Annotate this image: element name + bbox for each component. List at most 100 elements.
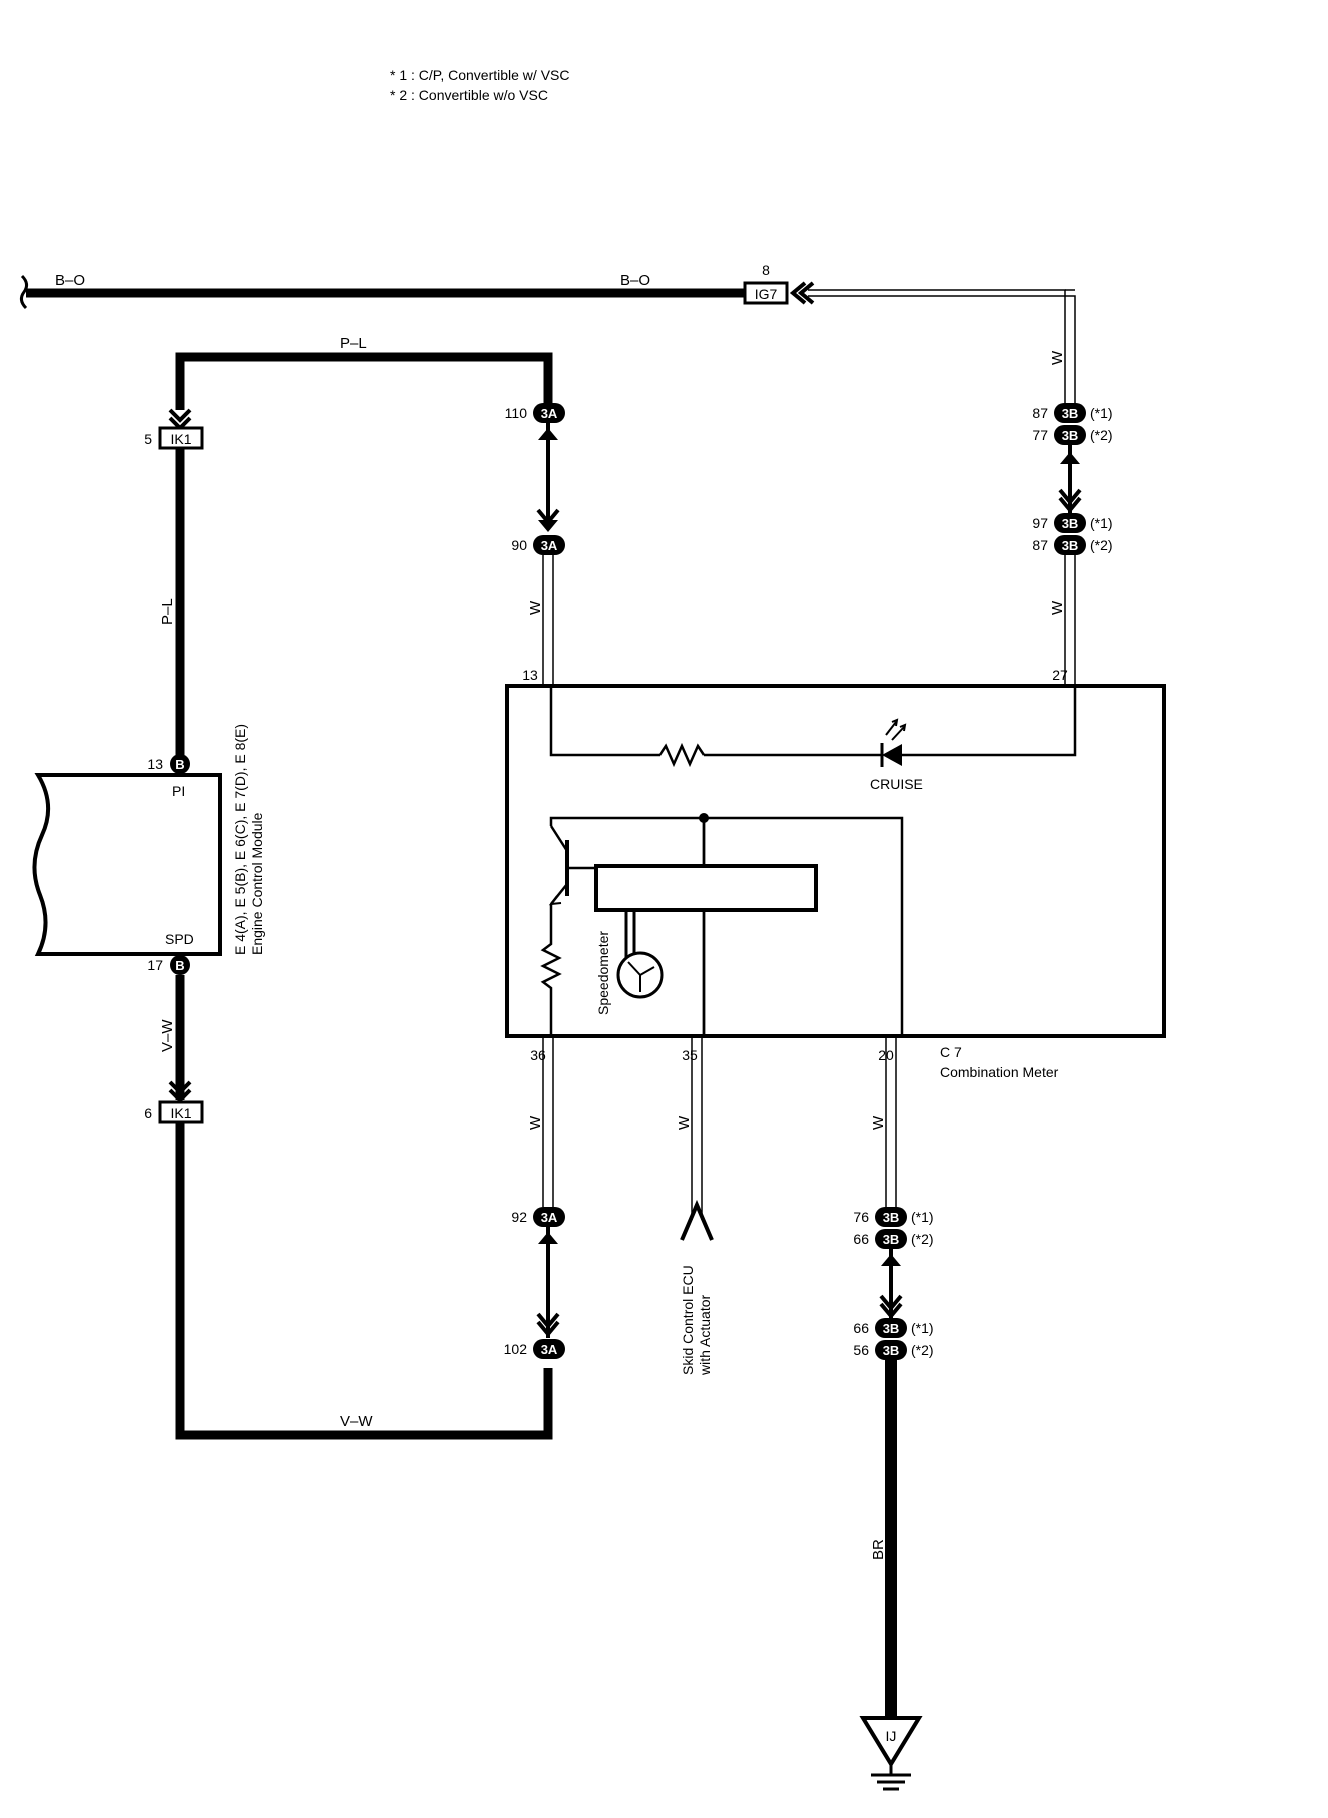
cruise-circuit xyxy=(549,688,1077,768)
skid-label-1: Skid Control ECU xyxy=(680,1265,696,1375)
connector-3b-87: 3B xyxy=(1054,403,1086,423)
connector-3b-77: 3B xyxy=(1054,425,1086,445)
svg-text:B: B xyxy=(175,757,184,772)
meter-pin-27: 27 xyxy=(1052,667,1068,683)
speedometer-gauge-icon xyxy=(616,951,664,999)
connector-3a-92-pin: 92 xyxy=(511,1209,527,1225)
connector-ik1-bottom-pin: 6 xyxy=(144,1105,152,1121)
resistor-icon xyxy=(540,904,562,1034)
svg-text:3A: 3A xyxy=(541,406,558,421)
connector-3b-66b-note: (*1) xyxy=(911,1320,934,1336)
note-2: * 2 : Convertible w/o VSC xyxy=(390,87,548,103)
svg-text:3B: 3B xyxy=(1062,516,1079,531)
wire-label-w-right-top: W xyxy=(1049,350,1066,365)
ground-label: IJ xyxy=(886,1728,897,1744)
svg-text:3A: 3A xyxy=(541,1342,558,1357)
meter-pin-35: 35 xyxy=(682,1047,698,1063)
resistor-icon xyxy=(658,742,706,768)
meter-code: C 7 xyxy=(940,1044,962,1060)
connector-3b-66: 3B xyxy=(875,1229,907,1249)
svg-text:3B: 3B xyxy=(883,1321,900,1336)
connector-ecm-spd-pin: 17 xyxy=(147,957,163,973)
connector-3b-56-pin: 56 xyxy=(853,1342,869,1358)
connector-ecm-spd: B xyxy=(170,955,190,975)
svg-text:3A: 3A xyxy=(541,1210,558,1225)
connector-ik1-bottom: IK1 xyxy=(158,1100,204,1124)
connector-3a-102-pin: 102 xyxy=(504,1341,528,1357)
wire-3a-110-90 xyxy=(536,423,560,532)
connector-3b-77-pin: 77 xyxy=(1032,427,1048,443)
connector-ig7-id: IG7 xyxy=(755,286,778,302)
connector-3b-77-note: (*2) xyxy=(1090,427,1113,443)
wire-label-vw-left: V–W xyxy=(159,1019,176,1052)
ecm-label-name: Engine Control Module xyxy=(249,812,265,955)
meter-name: Combination Meter xyxy=(940,1064,1059,1080)
connector-3a-110: 3A xyxy=(533,403,565,423)
wire-label-br: BR xyxy=(870,1539,887,1560)
cruise-led-icon xyxy=(880,718,907,767)
connector-ig7: IG7 xyxy=(743,281,815,305)
wire-pl xyxy=(168,352,553,760)
ecm-box xyxy=(32,773,222,956)
wire-w-90 xyxy=(542,555,554,686)
connector-3b-87-note: (*1) xyxy=(1090,405,1113,421)
connector-ig7-pin: 8 xyxy=(762,262,770,278)
wire-vw xyxy=(168,975,553,1440)
svg-text:B: B xyxy=(175,958,184,973)
wire-w-20 xyxy=(885,1036,897,1207)
wire-label-pl-top: P–L xyxy=(340,335,367,352)
ecm-terminal-pi: PI xyxy=(172,783,185,799)
svg-text:3B: 3B xyxy=(883,1210,900,1225)
connector-3b-76: 3B xyxy=(875,1207,907,1227)
connector-3a-90: 3A xyxy=(533,535,565,555)
wire-3a-92-102 xyxy=(536,1227,560,1338)
connector-3a-92: 3A xyxy=(533,1207,565,1227)
combination-meter-box xyxy=(505,684,1166,1038)
skid-label-2: with Actuator xyxy=(697,1295,713,1376)
connector-3a-102: 3A xyxy=(533,1339,565,1359)
wire-label-vw-bottom: V–W xyxy=(340,1413,373,1430)
connector-3b-66b: 3B xyxy=(875,1318,907,1338)
wire-w-right-mid xyxy=(1064,555,1076,686)
wire-label-w-36: W xyxy=(527,1115,544,1130)
speedometer-circuit xyxy=(540,813,904,1034)
meter-pin-13: 13 xyxy=(522,667,538,683)
connector-3b-76-pin: 76 xyxy=(853,1209,869,1225)
svg-text:3A: 3A xyxy=(541,538,558,553)
connector-ik1-top-pin: 5 xyxy=(144,431,152,447)
svg-text:3B: 3B xyxy=(883,1343,900,1358)
wire-bo xyxy=(19,274,745,310)
connector-3b-97: 3B xyxy=(1054,513,1086,533)
wire-label-w-20: W xyxy=(870,1115,887,1130)
connector-3b-97-note: (*1) xyxy=(1090,515,1113,531)
connector-3b-56-note: (*2) xyxy=(911,1342,934,1358)
connector-3b-66-pin: 66 xyxy=(853,1231,869,1247)
wire-label-w-90: W xyxy=(527,600,544,615)
connector-3b-87b-note: (*2) xyxy=(1090,537,1113,553)
wire-label-pl-left: P–L xyxy=(159,598,176,625)
connector-3b-87b-pin: 87 xyxy=(1032,537,1048,553)
connector-3b-56: 3B xyxy=(875,1340,907,1360)
connector-3a-110-pin: 110 xyxy=(505,405,528,421)
svg-text:3B: 3B xyxy=(1062,406,1079,421)
ecm-terminal-spd: SPD xyxy=(165,931,194,947)
connector-3b-76-note: (*1) xyxy=(911,1209,934,1225)
connector-ik1-bottom-id: IK1 xyxy=(170,1105,191,1121)
connector-3b-97-pin: 97 xyxy=(1032,515,1048,531)
wire-w-right-top xyxy=(808,289,1076,405)
wire-w-35 xyxy=(680,1036,714,1241)
connector-3b-87-pin: 87 xyxy=(1032,405,1048,421)
connector-3b-66b-pin: 66 xyxy=(853,1320,869,1336)
connector-ecm-pi-pin: 13 xyxy=(147,756,163,772)
svg-text:3B: 3B xyxy=(1062,428,1079,443)
connector-3b-87b: 3B xyxy=(1054,535,1086,555)
wire-3b-bottom-link xyxy=(879,1249,903,1320)
meter-pin-36: 36 xyxy=(530,1047,546,1063)
arrow-up-icon xyxy=(680,1199,714,1241)
ground-icon xyxy=(859,1716,923,1791)
connector-ik1-top: IK1 xyxy=(158,426,204,450)
svg-text:3B: 3B xyxy=(883,1232,900,1247)
speedometer-label: Speedometer xyxy=(595,931,611,1015)
wire-3b-right-link xyxy=(1058,445,1082,515)
